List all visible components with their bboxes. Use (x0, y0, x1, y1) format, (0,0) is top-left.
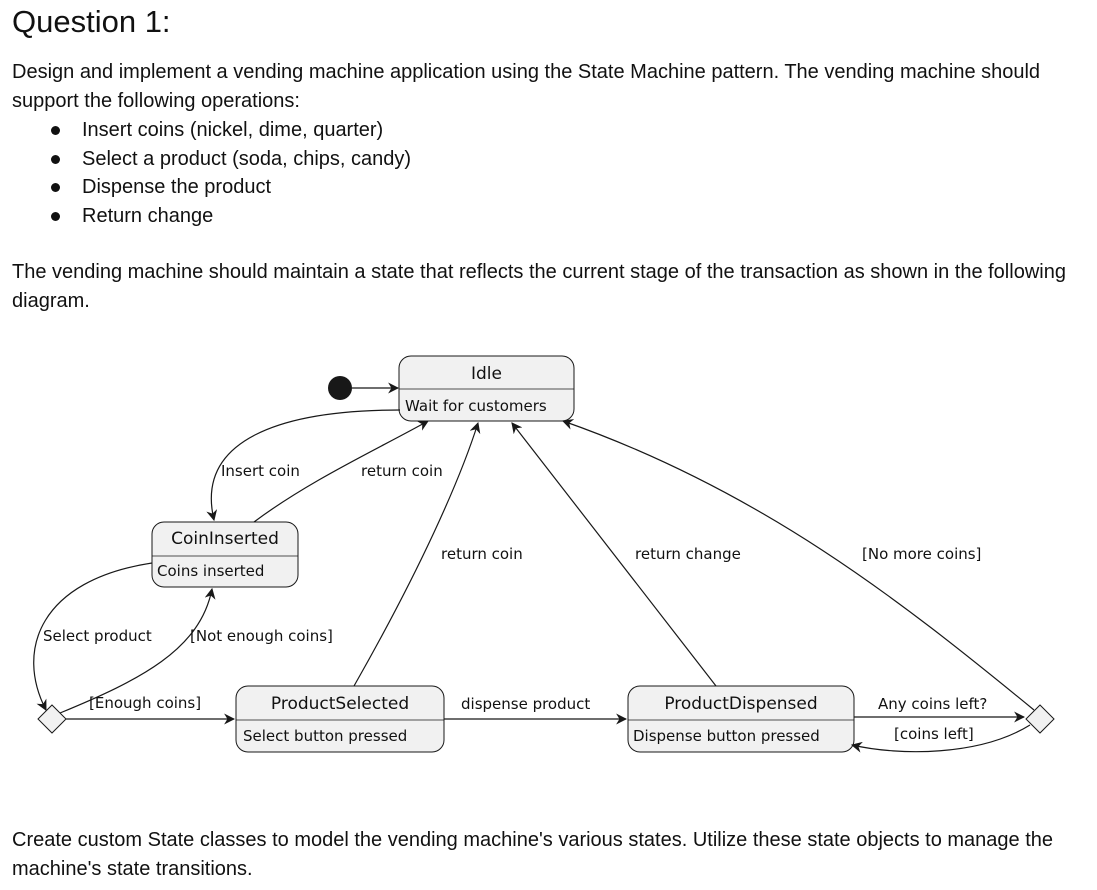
bullet-icon (51, 126, 60, 135)
list-item: Insert coins (nickel, dime, quarter) (12, 116, 411, 145)
bullet-icon (51, 211, 60, 221)
list-item: Select a product (soda, chips, candy) (12, 145, 411, 174)
label-dispense-product: dispense product (461, 695, 590, 713)
label-any-coins-left: Any coins left? (878, 695, 987, 713)
initial-state-dot (328, 376, 352, 400)
state-product-selected-desc: Select button pressed (243, 727, 407, 745)
state-product-dispensed-desc: Dispense button pressed (633, 727, 820, 745)
state-coin-inserted-name: CoinInserted (171, 529, 279, 549)
state-idle: Idle Wait for customers (398, 355, 575, 422)
state-idle-name: Idle (471, 364, 502, 384)
return-coin-arrow-1 (253, 420, 429, 523)
insert-coin-arrow (206, 409, 401, 522)
bullet-icon (51, 183, 60, 192)
state-machine-diagram: Idle Wait for customers CoinInserted Coi… (33, 355, 1055, 753)
label-select-product: Select product (43, 627, 152, 645)
state-product-dispensed: ProductDispensed Dispense button pressed (627, 685, 855, 753)
operations-list: Insert coins (nickel, dime, quarter) Sel… (12, 116, 411, 230)
label-not-enough-coins: [Not enough coins] (190, 627, 333, 645)
bullet-icon (51, 154, 60, 164)
state-intro-paragraph: The vending machine should maintain a st… (12, 261, 1066, 312)
state-product-dispensed-name: ProductDispensed (664, 694, 817, 714)
intro-paragraph: Design and implement a vending machine a… (12, 61, 1041, 112)
state-idle-desc: Wait for customers (405, 397, 547, 415)
label-return-coin-1: return coin (361, 462, 443, 480)
list-item: Dispense the product (12, 173, 411, 202)
label-enough-coins: [Enough coins] (89, 694, 201, 712)
label-no-more-coins: [No more coins] (862, 545, 981, 563)
closing-paragraph: Create custom State classes to model the… (12, 829, 1054, 880)
question-heading: Question 1: (12, 4, 171, 39)
label-return-coin-2: return coin (441, 545, 523, 563)
return-coin-arrow-2 (353, 421, 481, 687)
state-coin-inserted-desc: Coins inserted (157, 562, 264, 580)
state-product-selected: ProductSelected Select button pressed (235, 685, 445, 753)
label-insert-coin: Insert coin (221, 462, 300, 480)
list-item: Return change (12, 202, 411, 231)
select-product-arrow (33, 562, 153, 711)
state-coin-inserted: CoinInserted Coins inserted (151, 521, 299, 588)
label-return-change: return change (635, 545, 741, 563)
choice-diamond-left (37, 704, 67, 734)
return-change-arrow (511, 422, 717, 687)
not-enough-coins-arrow (59, 587, 216, 714)
label-coins-left: [coins left] (894, 725, 974, 743)
no-more-coins-arrow (561, 419, 1035, 711)
coins-left-arrow (850, 724, 1031, 753)
state-product-selected-name: ProductSelected (271, 694, 409, 714)
choice-diamond-right (1025, 704, 1055, 734)
